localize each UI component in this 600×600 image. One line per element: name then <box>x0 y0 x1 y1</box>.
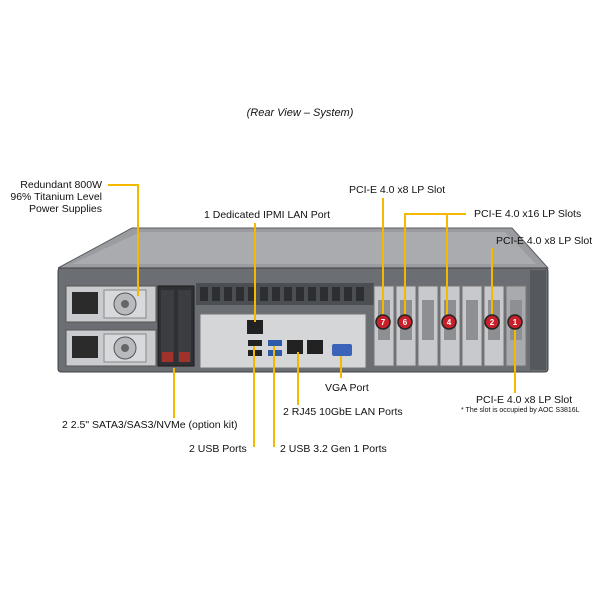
chassis-right-side <box>530 270 546 370</box>
slot-badge-1: 1 <box>507 314 523 330</box>
callout-psu <box>108 184 139 296</box>
io-panel <box>199 313 367 369</box>
callout-lines <box>108 184 516 447</box>
slot-badge-7: 7 <box>375 314 391 330</box>
label-psu-line-3: Power Supplies <box>29 203 102 215</box>
usb3-ports <box>268 340 282 346</box>
slot-badges: 7 6 4 2 1 <box>375 314 523 330</box>
power-supply-2 <box>65 329 157 367</box>
label-psu-line-1: Redundant 800W <box>20 179 102 191</box>
slot-badge-4: 4 <box>441 314 457 330</box>
power-supply-1 <box>65 285 157 323</box>
label-pcie-top: PCI-E 4.0 x8 LP Slot <box>349 184 446 196</box>
label-psu-line-2: 96% Titanium Level <box>10 191 102 203</box>
label-pcie-bottom: PCI-E 4.0 x8 LP Slot <box>476 394 573 406</box>
label-pcie-x16: PCI-E 4.0 x16 LP Slots <box>474 208 582 220</box>
label-pcie-bottom-note: * The slot is occupied by AOC S3816L <box>461 407 580 414</box>
label-pcie-right: PCI-E 4.0 x8 LP Slot <box>496 235 593 247</box>
label-psu: Redundant 800W 96% Titanium Level Power … <box>0 179 102 215</box>
slot-number: 7 <box>381 318 386 327</box>
label-rj45: 2 RJ45 10GbE LAN Ports <box>283 406 403 418</box>
ipmi-port <box>247 320 263 334</box>
slot-badge-6: 6 <box>397 314 413 330</box>
slot-badge-2: 2 <box>484 314 500 330</box>
slot-number: 1 <box>513 318 518 327</box>
usb2-ports <box>248 340 262 346</box>
vga-port <box>332 344 352 356</box>
rj45-ports <box>287 340 303 354</box>
label-usb3: 2 USB 3.2 Gen 1 Ports <box>280 443 387 455</box>
slot-number: 6 <box>403 318 408 327</box>
chassis-top-shade <box>72 232 536 264</box>
label-drives: 2 2.5" SATA3/SAS3/NVMe (option kit) <box>62 419 238 431</box>
drive-bays <box>157 285 195 367</box>
slot-number: 4 <box>447 318 452 327</box>
view-title: (Rear View – System) <box>246 107 354 119</box>
top-vent-slots <box>200 287 364 301</box>
label-ipmi: 1 Dedicated IPMI LAN Port <box>204 209 331 221</box>
callout-pcie-x16 <box>404 213 466 321</box>
label-usb2: 2 USB Ports <box>189 443 247 455</box>
slot-number: 2 <box>490 318 495 327</box>
label-vga: VGA Port <box>325 382 369 394</box>
